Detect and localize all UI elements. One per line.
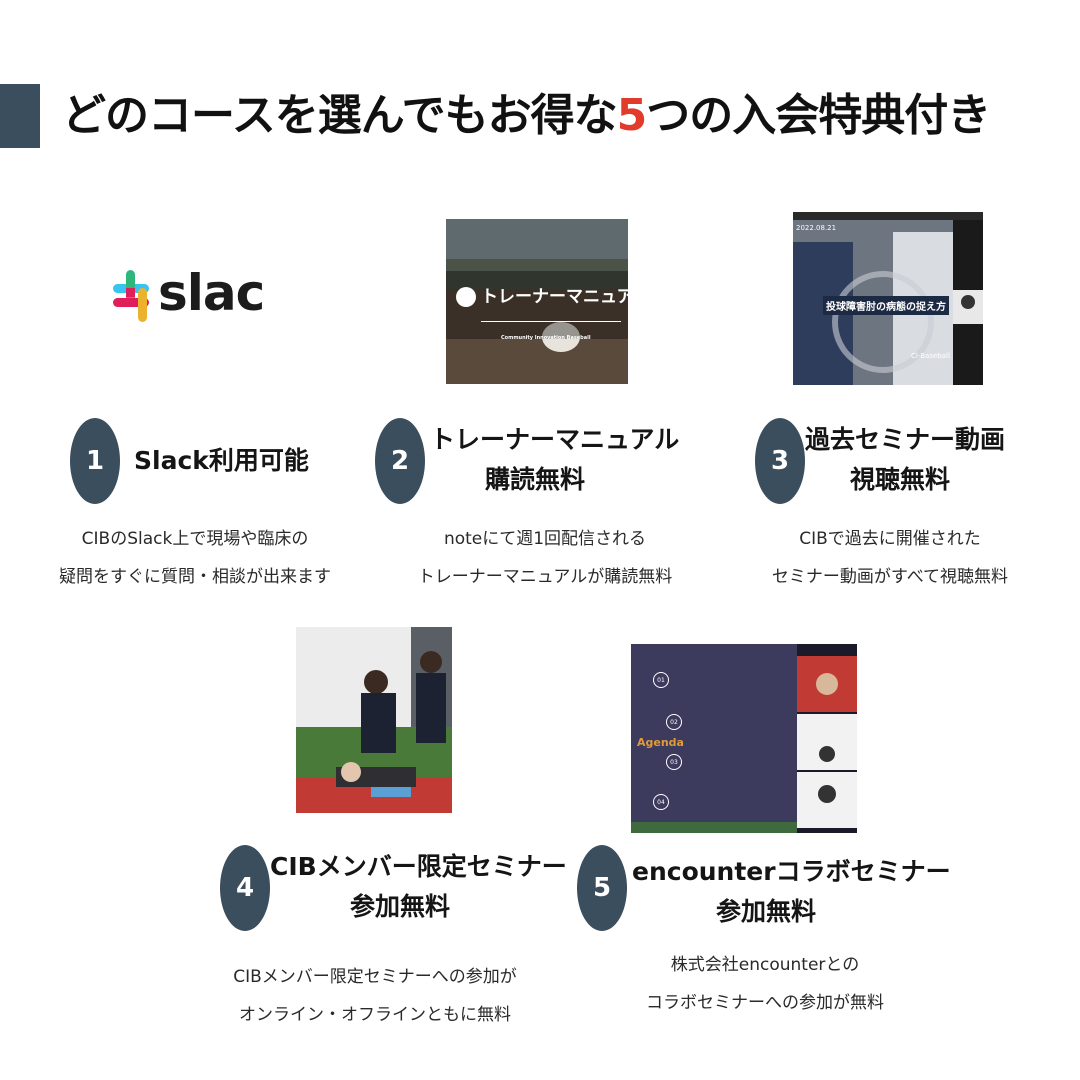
seminar-date: 2022.08.21 [796,224,837,232]
benefit-title-1: Slack利用可能 [134,446,309,475]
benefit-title-5: encounterコラボセミナー 参加無料 [632,857,951,926]
benefit-desc-4: CIBメンバー限定セミナーへの参加が オンライン・オフラインともに無料 [233,967,517,1025]
title-number: 5 [616,90,648,141]
slack-wordmark: slack [158,264,268,322]
collab-seminar-image: Agenda 01 02 03 04 [631,644,857,833]
agenda-item-04: 04 [653,794,669,810]
trainer-manual-image: トレーナーマニュアル Community Innovation Baseball [446,219,628,384]
manual-subcaption: Community Innovation Baseball [501,335,591,341]
benefit-badge-3: 3 [755,418,805,504]
member-seminar-photo [296,627,452,813]
title-accent-bar [0,84,40,148]
slack-logo: slack [108,258,268,334]
agenda-item-01: 01 [653,672,669,688]
benefit-badge-5: 5 [577,845,627,931]
manual-rule [481,321,621,322]
slack-hash-icon [113,270,149,322]
manual-caption: トレーナーマニュアル [481,287,628,307]
benefit-title-3: 過去セミナー動画 視聴無料 [805,425,1006,494]
benefit-badge-1: 1 [70,418,120,504]
agenda-item-02: 02 [666,714,682,730]
past-seminar-image: 2022.08.21 投球障害肘の病態の捉え方 CI-Baseball [793,212,983,385]
agenda-label: Agenda [637,736,684,749]
benefit-badge-2: 2 [375,418,425,504]
agenda-item-03: 03 [666,754,682,770]
benefit-desc-3: CIBで過去に開催された セミナー動画がすべて視聴無料 [771,529,1009,587]
page-title: どのコースを選んでもお得な5つの入会特典付き [62,90,991,141]
benefit-title-2: トレーナーマニュアル 購読無料 [430,425,680,494]
seminar-caption: 投球障害肘の病態の捉え方 [823,296,949,315]
benefit-badge-4: 4 [220,845,270,931]
benefit-desc-5: 株式会社encounterとの コラボセミナーへの参加が無料 [646,955,884,1013]
benefit-title-4: CIBメンバー限定セミナー 参加無料 [270,852,567,921]
benefit-desc-2: noteにて週1回配信される トレーナーマニュアルが購読無料 [417,529,673,587]
benefit-desc-1: CIBのSlack上で現場や臨床の 疑問をすぐに質問・相談が出来ます [59,529,331,587]
seminar-brand: CI-Baseball [911,352,950,360]
